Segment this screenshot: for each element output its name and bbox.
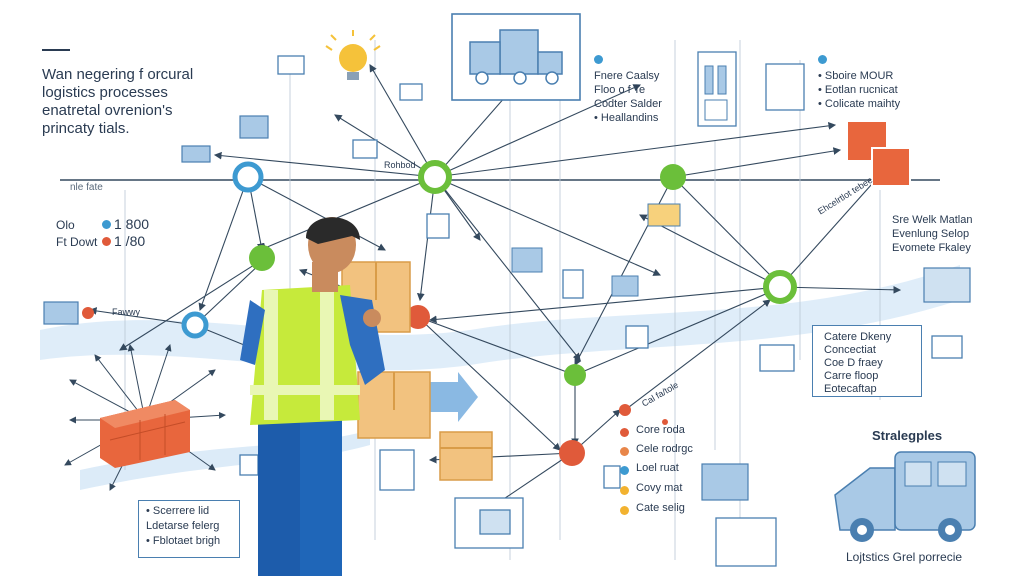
truck-icon xyxy=(469,29,563,85)
subtitle-line-1: logistics processes xyxy=(42,84,168,101)
legend-value-2: 1 /80 xyxy=(114,233,146,249)
right-note-1: Sre Welk Matlan xyxy=(892,214,973,226)
building-icon xyxy=(511,203,681,297)
bottom-left-2: Ldetarse felerg xyxy=(146,520,220,532)
bottom-left-3: • Fblotaet brigh xyxy=(146,535,221,547)
worker-figure xyxy=(240,217,385,576)
status-dot-3 xyxy=(620,466,629,475)
center-box-5: Eotecaftap xyxy=(824,383,877,395)
legend-value-1: 1 800 xyxy=(114,216,150,232)
center-box-3: Coe D fraey xyxy=(824,357,883,369)
center-box-4: Carre floop xyxy=(824,370,879,382)
note-center-4: • Heallandins xyxy=(594,112,659,124)
concentration-box xyxy=(812,325,922,397)
bottom-left-1: • Scerrere lid xyxy=(146,505,210,517)
note-right-1: • Sboire MOUR xyxy=(818,70,894,82)
right-note-2: Evenlung Selop xyxy=(892,228,970,240)
note-center-2: Floo o f Te xyxy=(594,84,646,96)
note-dot-right xyxy=(818,55,827,64)
status-label-5: Cate selig xyxy=(636,502,685,514)
grid-lines xyxy=(124,40,881,560)
subtitle-line-2: enatretal ovrenion's xyxy=(42,102,173,119)
strategies-caption: Lojtstics Grel porrecie xyxy=(846,550,963,564)
box-icon-orange xyxy=(100,400,190,468)
label-small-a: Fawwy xyxy=(112,307,141,317)
strategies-title: Stralegples xyxy=(872,428,943,443)
status-label-3: Loel ruat xyxy=(636,462,679,474)
lightbulb-icon xyxy=(325,30,381,80)
legend-dot-2 xyxy=(102,237,111,246)
center-box-2: Concectiat xyxy=(824,344,876,356)
note-dot-center xyxy=(594,55,603,64)
label-small-b: Rohbod xyxy=(384,160,416,170)
note-right-3: • Colicate maihty xyxy=(818,98,901,110)
note-right-2: • Eotlan rucnicat xyxy=(818,84,898,96)
network-nodes xyxy=(82,160,797,466)
status-label-2: Cele rodrgc xyxy=(636,443,693,455)
scale-label: nle fate xyxy=(70,182,103,193)
note-center-1: Fnere Caalsy xyxy=(594,70,660,82)
status-label-4: Covy mat xyxy=(636,482,683,494)
legend-code-1: Olo xyxy=(56,218,75,232)
right-note-3: Evomete Fkaley xyxy=(892,242,971,254)
center-box-1: Catere Dkeny xyxy=(824,331,892,343)
status-dot-2 xyxy=(620,447,629,456)
bottom-left-box xyxy=(138,500,240,558)
legend-code-2: Ft Dowt xyxy=(56,235,98,249)
connections xyxy=(88,64,902,516)
status-dot-4 xyxy=(620,486,629,495)
orange-block-b xyxy=(871,147,911,187)
note-center-3: Codter Salder xyxy=(594,98,662,110)
flow-arrow xyxy=(428,372,478,422)
page-title: Wan negering f orcural xyxy=(42,66,194,83)
subtitle-line-3: princaty tials. xyxy=(42,120,130,137)
chart-icon xyxy=(704,65,728,121)
status-label-1: Core roda xyxy=(636,424,685,436)
strategies-van-icon xyxy=(834,451,976,542)
legend-dot-1 xyxy=(102,220,111,229)
van-icon-small xyxy=(43,115,971,501)
status-dot-1 xyxy=(620,428,629,437)
status-dot-5 xyxy=(620,506,629,515)
document-icons xyxy=(239,51,963,567)
